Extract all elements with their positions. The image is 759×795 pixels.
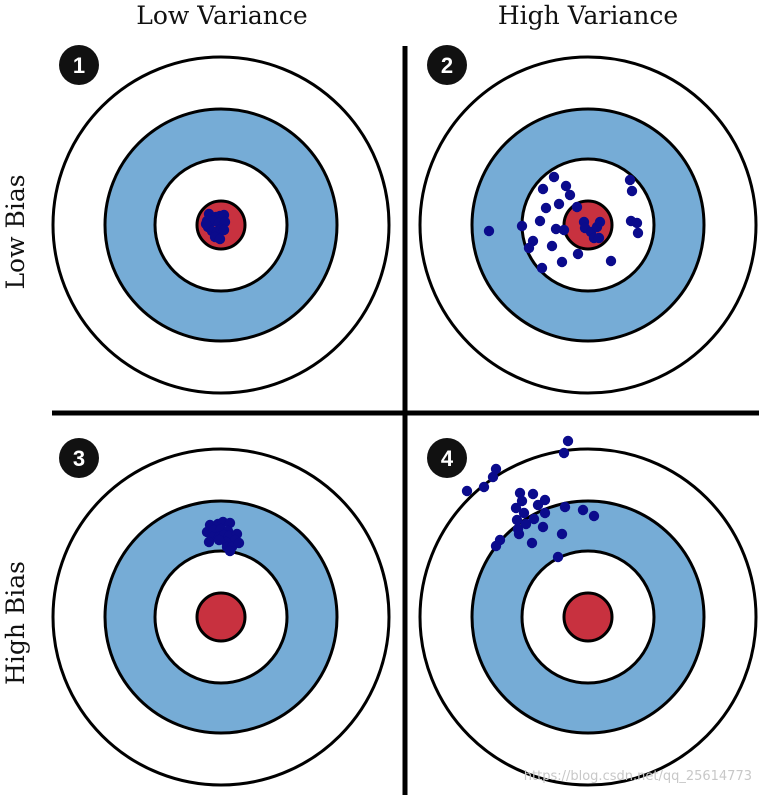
shot-dot: [512, 523, 524, 535]
shot-dot: [593, 232, 605, 244]
shot-dot: [520, 518, 532, 530]
badge-3: 3: [59, 438, 99, 478]
shot-dot: [528, 513, 540, 525]
shot-dot: [577, 504, 589, 516]
shot-dot: [537, 183, 549, 195]
shot-dot: [478, 481, 490, 493]
badge-number: 3: [73, 446, 85, 471]
shot-dot: [631, 217, 643, 229]
shot-dot: [514, 487, 526, 499]
shot-dot: [200, 218, 212, 230]
shot-dot: [527, 488, 539, 500]
badge-number: 2: [441, 53, 453, 78]
shot-dot: [233, 537, 245, 549]
shot-dot: [560, 180, 572, 192]
shot-dot: [594, 216, 606, 228]
shot-dot: [218, 224, 230, 236]
shot-dot: [518, 507, 530, 519]
badge-4: 4: [427, 438, 467, 478]
shot-dot: [490, 540, 502, 552]
shot-dot: [553, 198, 565, 210]
shot-dot: [605, 255, 617, 267]
quadrant-2: 2: [418, 45, 758, 395]
shot-dot: [548, 171, 560, 183]
watermark: https://blog.csdn.net/qq_25614773: [524, 769, 752, 784]
shot-dot: [523, 242, 535, 254]
shot-dot: [559, 501, 571, 513]
shot-dot: [552, 551, 564, 563]
shot-dot: [540, 202, 552, 214]
shot-dot: [626, 185, 638, 197]
shot-dot: [632, 227, 644, 239]
header-high-bias: High Bias: [1, 561, 30, 685]
shot-cluster: [461, 435, 600, 563]
shot-dot: [487, 471, 499, 483]
shot-dot: [537, 521, 549, 533]
shot-dot: [213, 534, 225, 546]
badge-2: 2: [427, 45, 467, 85]
shot-cluster: [483, 171, 644, 274]
shot-dot: [562, 435, 574, 447]
badge-number: 1: [73, 53, 85, 78]
shot-dot: [571, 201, 583, 213]
bullseye: [195, 591, 247, 643]
shot-cluster: [201, 516, 245, 557]
shot-dot: [539, 507, 551, 519]
quadrant-4: 4: [418, 435, 758, 787]
shot-dot: [526, 537, 538, 549]
shot-dot: [536, 262, 548, 274]
shot-dot: [516, 495, 528, 507]
shot-dot: [572, 248, 584, 260]
shot-dot: [203, 536, 215, 548]
shot-dot: [510, 502, 522, 514]
shot-dot: [558, 447, 570, 459]
shot-dot: [224, 517, 236, 529]
shot-dot: [588, 510, 600, 522]
shot-dot: [558, 224, 570, 236]
shot-dot: [516, 220, 528, 232]
header-low-bias: Low Bias: [1, 174, 30, 289]
shot-dot: [511, 514, 523, 526]
badge-1: 1: [59, 45, 99, 85]
badge-number: 4: [441, 446, 454, 471]
shot-dot: [461, 485, 473, 497]
header-low-variance: Low Variance: [136, 1, 307, 30]
shot-dot: [564, 189, 576, 201]
shot-dot: [532, 499, 544, 511]
shot-dot: [550, 223, 562, 235]
shot-dot: [546, 240, 558, 252]
quadrant-1: 1: [51, 45, 391, 395]
header-high-variance: High Variance: [498, 1, 678, 30]
shot-dot: [624, 174, 636, 186]
shot-dot: [556, 528, 568, 540]
bullseye: [562, 591, 614, 643]
target: [51, 447, 391, 787]
shot-dot: [483, 225, 495, 237]
shot-cluster: [200, 208, 231, 245]
shot-dot: [490, 463, 502, 475]
shot-dot: [224, 545, 236, 557]
shot-dot: [214, 233, 226, 245]
shot-dot: [534, 215, 546, 227]
shot-dot: [556, 256, 568, 268]
target: [418, 447, 758, 787]
quadrant-3: 3: [51, 438, 391, 787]
